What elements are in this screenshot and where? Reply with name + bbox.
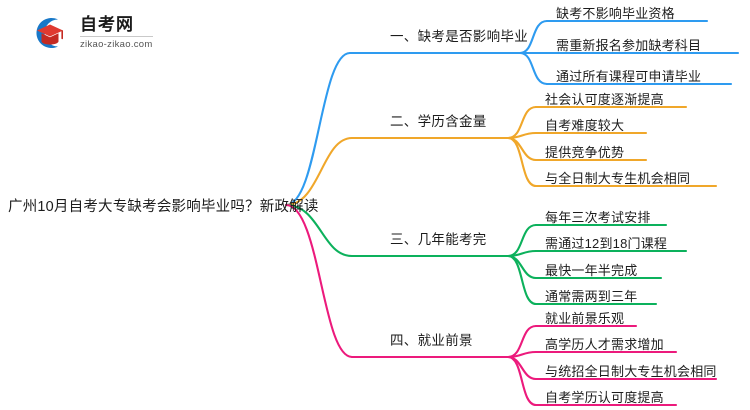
- leaf-label-3-3: 最快一年半完成: [545, 263, 638, 278]
- logo-name: 自考网: [80, 16, 153, 38]
- branch-label-3: 三、几年能考完: [390, 232, 487, 247]
- connector-branch-2-child-3: [506, 136, 538, 188]
- connector-root-branch-3: [284, 203, 354, 258]
- logo-text: 自考网 zikao-zikao.com: [80, 16, 153, 50]
- leaf-label-1-1: 缺考不影响毕业资格: [556, 6, 675, 21]
- leaf-label-4-3: 与统招全日制大专生机会相同: [545, 364, 717, 379]
- connector-branch-2-child-1: [506, 131, 538, 140]
- branch-label-4: 四、就业前景: [390, 333, 473, 348]
- leaf-label-3-1: 每年三次考试安排: [545, 210, 651, 225]
- connector-branch-3-child-1: [506, 249, 538, 258]
- leaf-label-2-2: 自考难度较大: [545, 118, 625, 133]
- leaf-label-4-4: 自考学历认可度提高: [545, 390, 664, 405]
- connector-branch-4-child-3: [506, 355, 538, 407]
- connector-branch-1-child-2: [518, 51, 549, 86]
- logo-url: zikao-zikao.com: [80, 39, 153, 51]
- leaf-label-2-3: 提供竞争优势: [545, 145, 625, 160]
- leaf-label-4-2: 高学历人才需求增加: [545, 337, 664, 352]
- leaf-label-2-4: 与全日制大专生机会相同: [545, 171, 691, 186]
- branch-label-2: 二、学历含金量: [390, 114, 487, 129]
- connector-branch-2-child-2: [506, 136, 538, 162]
- leaf-label-3-4: 通常需两到三年: [545, 289, 638, 304]
- graduation-cap-icon: [28, 13, 70, 53]
- connector-root-branch-4: [284, 203, 354, 359]
- connector-branch-3-child-3: [506, 254, 538, 306]
- connector-branch-3-child-2: [506, 254, 538, 280]
- leaf-label-1-3: 通过所有课程可申请毕业: [556, 69, 702, 84]
- root-node-label: 广州10月自考大专缺考会影响毕业吗？新政解读: [8, 199, 319, 215]
- leaf-label-1-2: 需重新报名参加缺考科目: [556, 38, 702, 53]
- site-logo: 自考网 zikao-zikao.com: [28, 12, 188, 54]
- leaf-label-2-1: 社会认可度逐渐提高: [545, 92, 664, 107]
- connector-root-branch-2: [284, 136, 354, 207]
- leaf-label-4-1: 就业前景乐观: [545, 311, 625, 326]
- connector-branch-4-child-2: [506, 355, 538, 381]
- connector-root-branch-1: [284, 51, 352, 207]
- branch-label-1: 一、缺考是否影响毕业: [390, 29, 528, 44]
- leaf-label-3-2: 需通过12到18门课程: [545, 236, 668, 251]
- connector-branch-4-child-1: [506, 350, 538, 359]
